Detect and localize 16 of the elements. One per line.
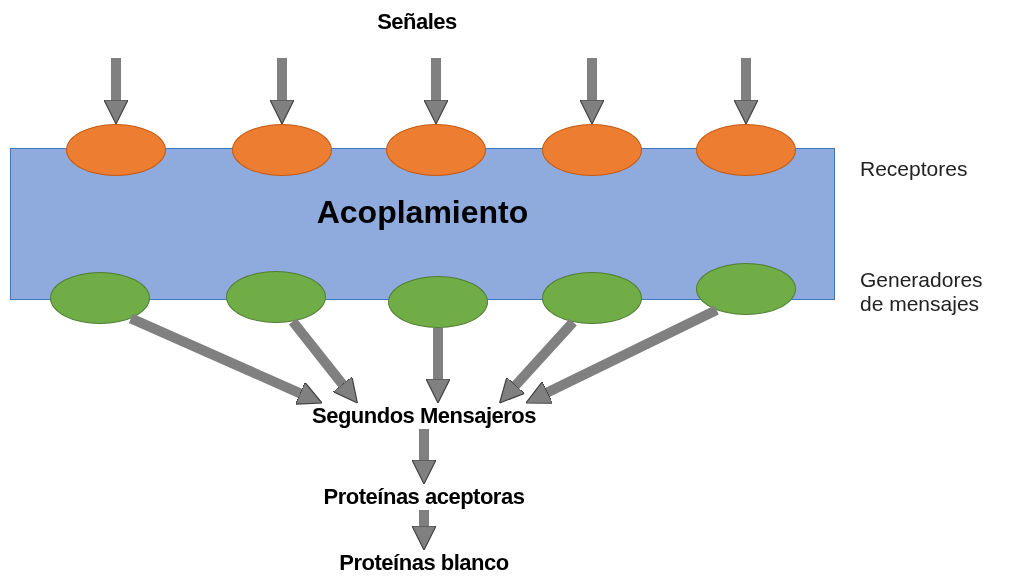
arrow (128, 313, 325, 408)
arrow (425, 328, 451, 404)
arrow (423, 58, 449, 125)
band-title: Acoplamiento (316, 194, 529, 232)
arrow (411, 429, 437, 485)
side-label: Receptores (860, 157, 969, 181)
node-label: Proteínas aceptoras (323, 484, 525, 510)
node-label: Segundos Mensajeros (312, 403, 536, 429)
node-label: Proteínas blanco (339, 550, 509, 576)
arrow (103, 58, 129, 125)
arrow (269, 58, 295, 125)
arrow (733, 58, 759, 125)
arrow (579, 58, 605, 125)
side-label: Generadores de mensajes (860, 268, 984, 316)
node-label: Señales (377, 9, 457, 35)
arrow (411, 510, 437, 551)
